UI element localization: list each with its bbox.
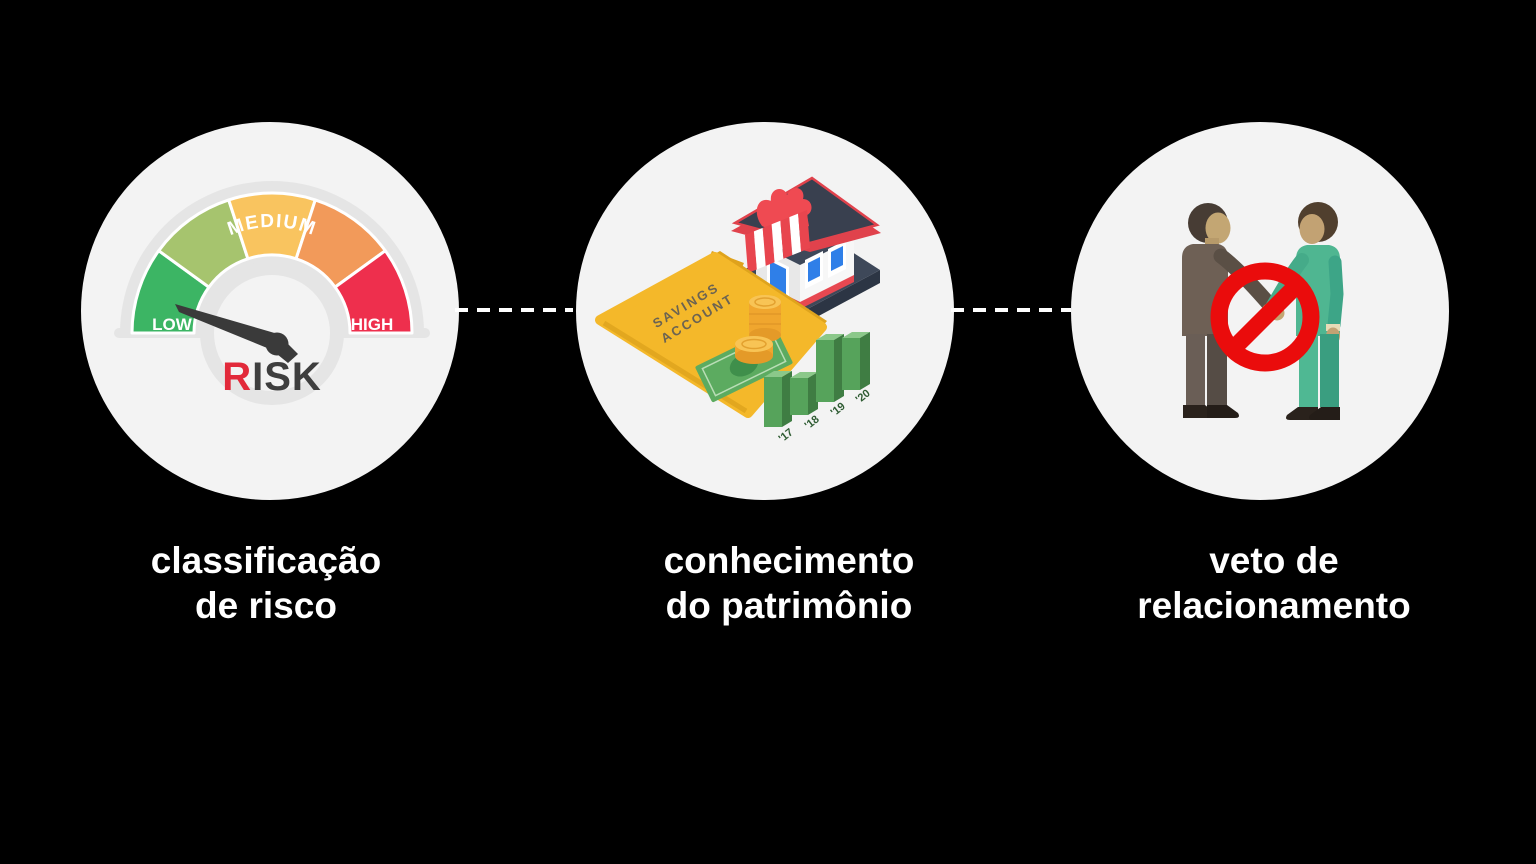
- caption-risk: classificação de risco: [26, 538, 506, 628]
- bar-20: [842, 332, 870, 390]
- prohibition-sign: [1210, 262, 1320, 372]
- businessman-left: [1182, 203, 1285, 418]
- svg-text:'18: '18: [803, 413, 822, 432]
- store-awning: [745, 210, 810, 273]
- svg-text:'17: '17: [777, 426, 796, 445]
- connector-dashed-line-1: [455, 308, 573, 312]
- no-handshake-icon: [1182, 202, 1344, 420]
- gauge-needle: [175, 304, 298, 363]
- gauge-high-label: HIGH: [351, 315, 394, 334]
- caption-veto: veto de relacionamento: [1034, 538, 1514, 628]
- caption-patrimonio-line2: do patrimônio: [665, 585, 913, 626]
- coin-stack: [749, 295, 781, 342]
- growth-bar-chart: '17 '18 '19 '20: [764, 332, 873, 445]
- svg-text:'19: '19: [829, 400, 848, 419]
- right-man-face: [1299, 214, 1325, 244]
- caption-risk-line1: classificação: [150, 540, 382, 581]
- gauge-title: RISK: [222, 355, 322, 399]
- veto-circle-card: [1071, 122, 1449, 500]
- bar-18: [790, 372, 818, 415]
- store-window-1: [808, 257, 820, 282]
- risk-gauge: LOW HIGH MEDIUM RISK: [114, 181, 430, 405]
- bar-19: [816, 334, 844, 402]
- caption-risk-line2: de risco: [195, 585, 337, 626]
- gauge-low-label: LOW: [152, 315, 193, 334]
- store-window-2: [831, 246, 843, 271]
- bar-17: [764, 371, 792, 427]
- left-man-shoe-2: [1207, 405, 1239, 418]
- gauge-needle-hub: [265, 332, 289, 356]
- connector-dashed-line-2: [951, 308, 1071, 312]
- caption-veto-line1: veto de: [1209, 540, 1339, 581]
- storefront-building: [731, 176, 881, 309]
- right-man-shoe-2: [1309, 407, 1340, 420]
- caption-patrimonio-line1: conhecimento: [663, 540, 915, 581]
- caption-patrimonio: conhecimento do patrimônio: [549, 538, 1029, 628]
- right-man-arm-side: [1327, 255, 1344, 332]
- svg-text:'20: '20: [854, 387, 873, 406]
- coin-single: [735, 336, 773, 364]
- caption-veto-line2: relacionamento: [1137, 585, 1411, 626]
- gauge-segment-high: [333, 249, 414, 335]
- left-man-face: [1205, 212, 1231, 244]
- savings-account-store-icon: SAVINGS ACCOUNT: [595, 176, 881, 445]
- risk-circle-card: LOW HIGH MEDIUM RISK: [81, 122, 459, 500]
- savings-circle-card: SAVINGS ACCOUNT: [576, 122, 954, 500]
- risk-gauge-icon: LOW HIGH MEDIUM RISK: [114, 181, 430, 405]
